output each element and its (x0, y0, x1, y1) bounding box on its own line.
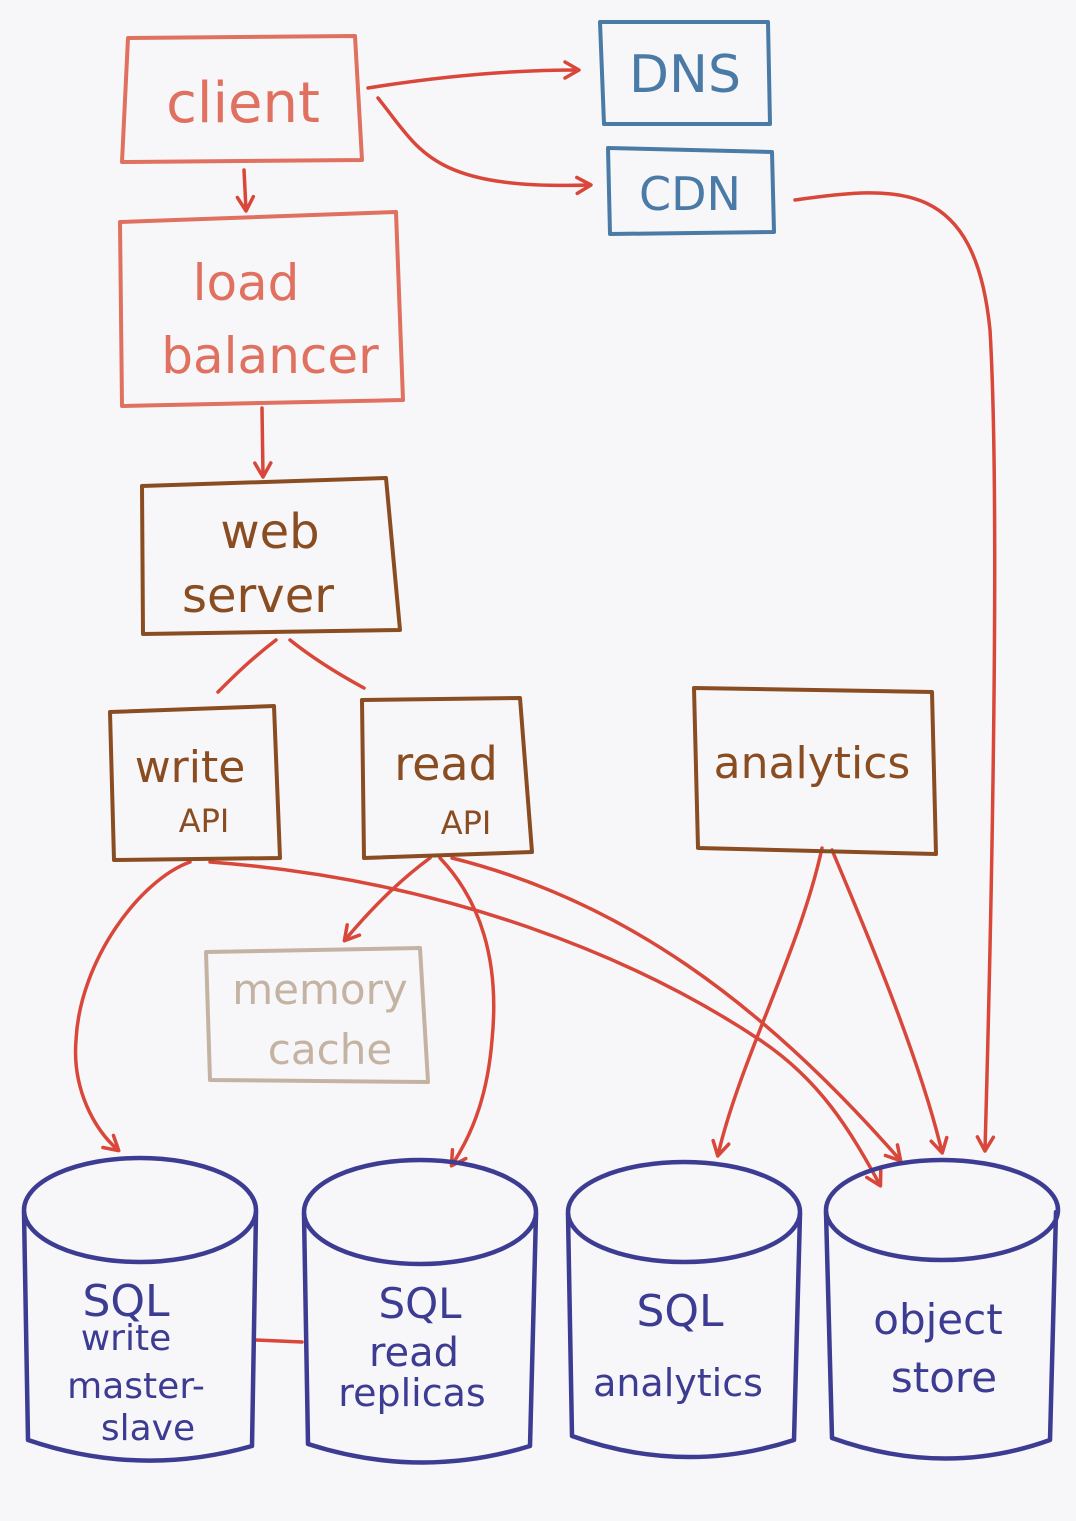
memory-cache-label-line1: memory (232, 965, 408, 1014)
read-api-node: read API (360, 696, 534, 860)
analytics-node: analytics (692, 686, 938, 856)
write-api-node: write API (108, 704, 282, 862)
arrow-cdn-to-object-store (793, 191, 997, 1153)
arrow-write-api-to-sql-write (73, 860, 192, 1153)
db-object-store: object store (823, 1157, 1061, 1461)
arrow-load-balancer-to-web-server (253, 406, 273, 479)
object-store-label-line1: object (873, 1295, 1002, 1344)
write-api-label-line2: API (179, 802, 230, 840)
dns-label: DNS (629, 45, 741, 105)
sql-write-label-line2: write (81, 1318, 172, 1359)
arrow-client-to-load-balancer (235, 168, 256, 213)
load-balancer-label-line2: balancer (161, 327, 379, 385)
load-balancer-node: load balancer (118, 210, 405, 408)
client-node: client (120, 34, 364, 164)
connectors (73, 60, 997, 1344)
memory-cache-node: memory cache (204, 946, 430, 1084)
read-api-label-line2: API (441, 804, 492, 842)
sql-read-label-line3: replicas (338, 1371, 485, 1415)
arrow-read-api-to-sql-read (438, 856, 496, 1168)
arrow-client-to-cdn (376, 96, 593, 196)
dns-node: DNS (598, 20, 772, 126)
analytics-label: analytics (714, 738, 911, 789)
line-web-server-to-read-api (288, 638, 366, 690)
arrow-client-to-dns (366, 60, 581, 90)
web-server-label-line1: web (220, 504, 319, 560)
read-api-label-line1: read (394, 737, 498, 791)
db-sql-read: SQL read replicas (301, 1157, 539, 1465)
sql-write-label-line4: slave (101, 1408, 195, 1449)
db-sql-write: SQL write master- slave (21, 1155, 259, 1463)
line-sql-write-to-sql-read (254, 1338, 304, 1344)
client-label: client (166, 71, 320, 136)
memory-cache-label-line2: cache (268, 1025, 392, 1074)
write-api-label-line1: write (135, 742, 246, 793)
sql-write-label-line1: SQL (82, 1276, 170, 1327)
sql-analytics-label-line2: analytics (593, 1361, 763, 1405)
sql-analytics-label-line1: SQL (636, 1286, 724, 1337)
arrow-analytics-to-object-store (830, 848, 949, 1155)
load-balancer-label-line1: load (193, 254, 300, 312)
db-sql-analytics: SQL analytics (565, 1159, 803, 1460)
web-server-node: web server (140, 476, 402, 636)
sql-read-label-line2: read (369, 1330, 459, 1376)
object-store-label-line2: store (891, 1353, 997, 1402)
arrow-read-api-to-object-store (450, 856, 903, 1163)
line-web-server-to-write-api (216, 638, 278, 694)
web-server-label-line2: server (182, 568, 334, 624)
cdn-node: CDN (606, 146, 776, 236)
sql-read-label-line1: SQL (378, 1279, 462, 1328)
cdn-label: CDN (639, 167, 741, 221)
sql-write-label-line3: master- (67, 1366, 205, 1407)
arrow-write-api-to-object-store (208, 860, 883, 1188)
arrow-analytics-to-sql-analytics (711, 846, 824, 1158)
arrow-read-api-to-memory-cache (342, 856, 432, 943)
